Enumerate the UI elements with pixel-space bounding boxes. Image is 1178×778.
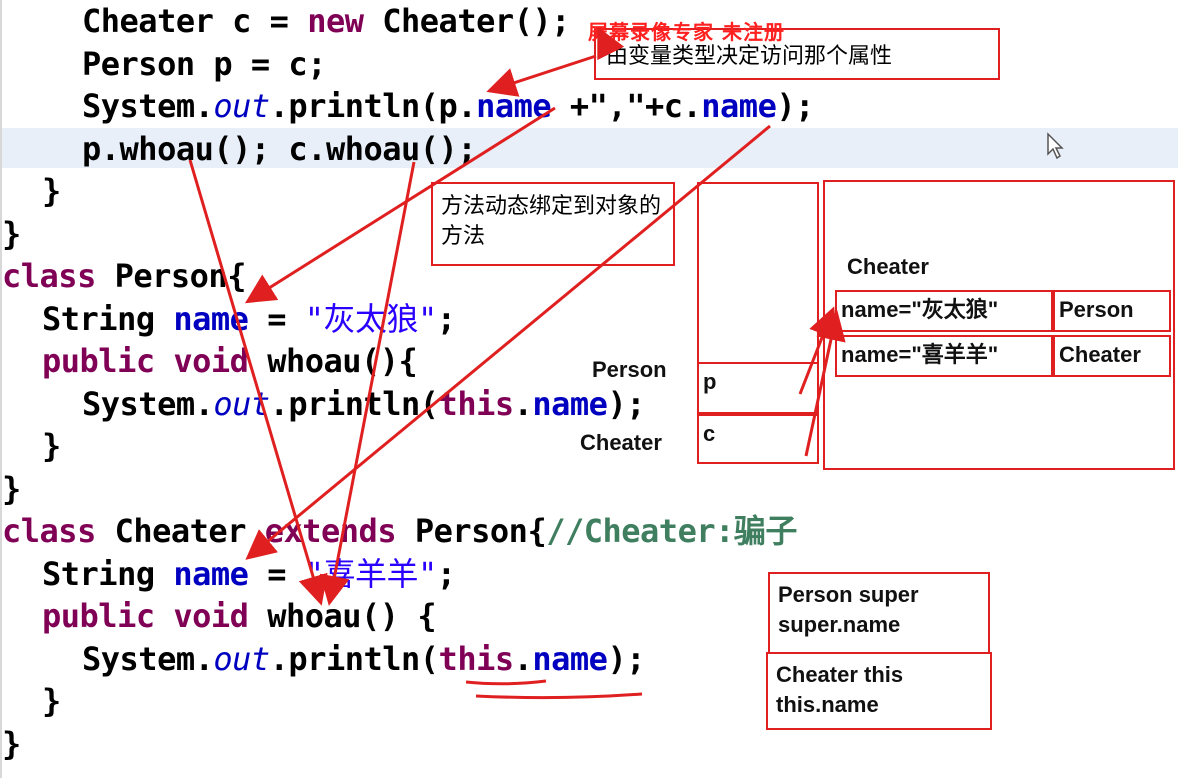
mouse-cursor-icon: [1047, 132, 1064, 160]
field-name-person: name="灰太狼": [835, 290, 1053, 332]
code-line-18[interactable]: }: [2, 725, 21, 763]
this-box-line2: this.name: [776, 692, 879, 717]
stack-cell-p: p: [697, 362, 819, 414]
code-line-3[interactable]: System.out.println(p.name +","+c.name);: [82, 87, 814, 125]
stack-label-person: Person: [592, 357, 667, 382]
super-box-line1: Person super: [778, 582, 919, 607]
stack-cell-c: c: [697, 414, 819, 464]
code-line-14[interactable]: String name = "喜羊羊";: [42, 555, 456, 593]
code-line-10[interactable]: System.out.println(this.name);: [82, 385, 645, 423]
recorder-watermark: 屏幕录像专家 未注册: [588, 20, 785, 44]
code-line-17[interactable]: }: [42, 682, 61, 720]
code-line-11[interactable]: }: [42, 427, 61, 465]
heap-object-title: Cheater: [847, 254, 929, 279]
code-line-8[interactable]: String name = "灰太狼";: [42, 300, 456, 338]
code-line-6[interactable]: }: [2, 215, 21, 253]
field-name-cheater: name="喜羊羊": [835, 335, 1053, 377]
code-line-7[interactable]: class Person{: [2, 257, 246, 295]
editor-gutter: [0, 0, 2, 778]
this-box-line1: Cheater this: [776, 662, 904, 687]
code-line-1[interactable]: Cheater c = new Cheater();: [82, 2, 570, 40]
note-variable-type: 由变量类型决定访问那个属性: [594, 28, 1000, 80]
stack-frame: [697, 182, 819, 364]
note-dynamic-binding: 方法动态绑定到对象的方法: [431, 182, 675, 266]
note-variable-type-text: 由变量类型决定访问那个属性: [606, 44, 893, 69]
super-box: Person super super.name: [768, 572, 990, 654]
code-line-15[interactable]: public void whoau() {: [42, 597, 437, 635]
code-line-9[interactable]: public void whoau(){: [42, 342, 418, 380]
code-line-16[interactable]: System.out.println(this.name);: [82, 640, 645, 678]
note-dynamic-binding-text: 方法动态绑定到对象的方法: [441, 194, 662, 249]
code-line-5[interactable]: }: [42, 172, 61, 210]
field-owner-cheater: Cheater: [1053, 335, 1171, 377]
code-line-13[interactable]: class Cheater extends Person{//Cheater:骗…: [2, 512, 797, 550]
code-line-4[interactable]: p.whoau(); c.whoau();: [82, 130, 477, 168]
super-box-line2: super.name: [778, 612, 901, 637]
stack-label-cheater: Cheater: [580, 430, 662, 455]
code-line-2[interactable]: Person p = c;: [82, 45, 326, 83]
this-box: Cheater this this.name: [766, 652, 992, 730]
code-line-12[interactable]: }: [2, 470, 21, 508]
field-owner-person: Person: [1053, 290, 1171, 332]
